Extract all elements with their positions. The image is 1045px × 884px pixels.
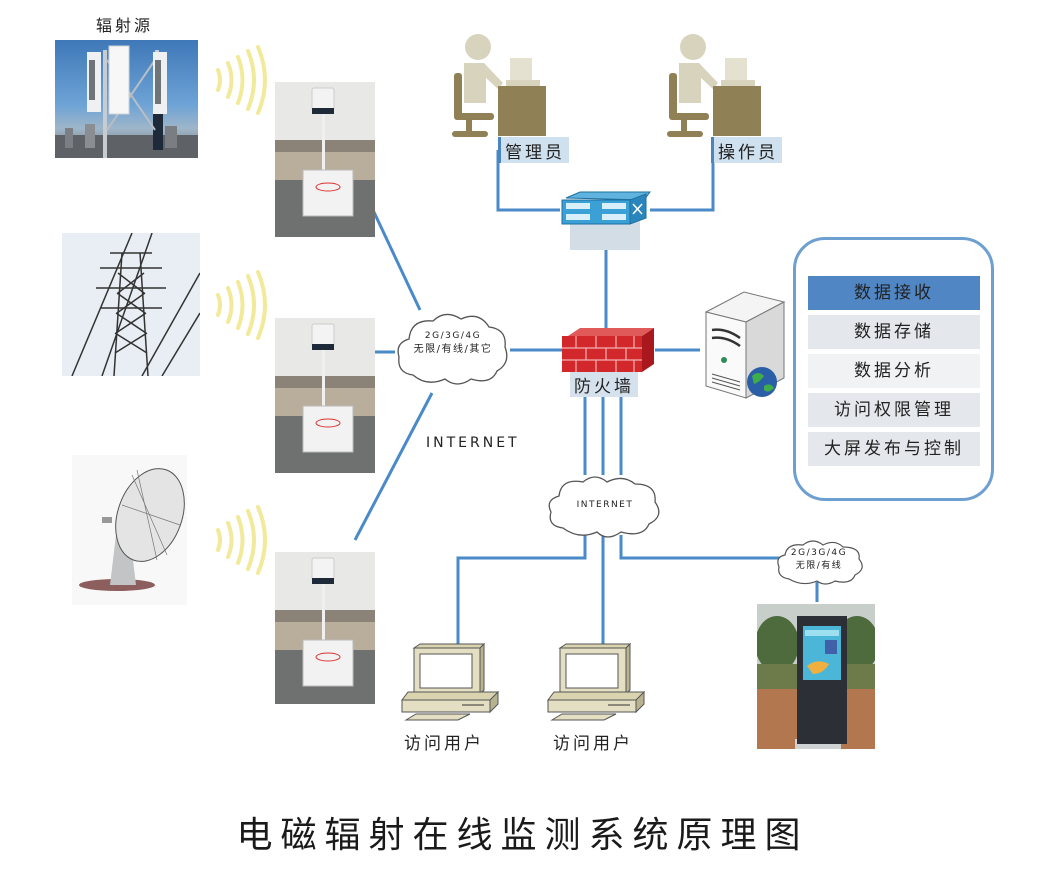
visitor-computer-1 [400,642,500,722]
link-switch-operator [650,150,715,212]
firewall-label: 防火墙 [570,372,638,397]
monitoring-station-1 [275,82,375,237]
internet-label: INTERNET [426,435,520,451]
desktop-computer-icon [547,642,645,721]
monitoring-station-3 [275,552,375,704]
outdoor-display-image [757,604,875,749]
firewall-icon [562,328,654,374]
network-cloud-right: 2G/3G/4G 无限/有线 [775,537,867,587]
signal-waves-icon [216,270,267,340]
power-tower-image [62,233,200,376]
signal-waves-icon [216,505,267,575]
person-at-desk-icon [667,34,761,137]
desktop-computer-icon [401,642,499,721]
function-data-storage[interactable]: 数据存储 [808,315,980,349]
internet-cloud: INTERNET [545,470,665,540]
function-data-analysis[interactable]: 数据分析 [808,354,980,388]
server-icon [698,290,793,400]
cloud-icon [777,540,863,585]
cloud-line-2: 无限/有线/其它 [413,344,493,355]
cloud-icon [548,476,660,538]
base-station-image [55,40,198,158]
function-display-control[interactable]: 大屏发布与控制 [808,432,980,466]
switch-icon [561,191,651,225]
visitor-computer-2 [546,642,646,722]
visitor-label-2: 访问用户 [553,734,633,754]
link-visitor-1 [456,535,587,645]
network-cloud-left: 2G/3G/4G 无限/有线/其它 [393,305,513,390]
signal-waves-icon [216,45,267,115]
link-switch-admin [496,150,560,212]
link-monitor-1 [371,209,422,311]
internet-cloud-text: INTERNET [576,500,634,510]
server-function-panel: 数据接收 数据存储 数据分析 访问权限管理 大屏发布与控制 [793,237,994,501]
function-access-control[interactable]: 访问权限管理 [808,393,980,427]
link-monitor-3 [353,392,434,541]
cloud-line-1: 2G/3G/4G [790,548,848,558]
admin-workstation [448,33,548,138]
person-at-desk-icon [452,34,546,137]
satellite-dish-image [72,455,187,605]
visitor-label-1: 访问用户 [404,734,484,754]
cloud-line-2: 无限/有线 [795,561,843,571]
diagram-title: 电磁辐射在线监测系统原理图 [236,815,809,856]
link-right-cloud [619,535,782,560]
operator-label: 操作员 [711,137,782,163]
source-label: 辐射源 [96,16,154,35]
network-switch [558,190,653,252]
cloud-icon [397,313,508,385]
cloud-line-1: 2G/3G/4G [424,331,482,341]
admin-label: 管理员 [498,137,569,163]
operator-workstation [663,33,763,138]
monitoring-station-2 [275,318,375,473]
function-data-receive[interactable]: 数据接收 [808,276,980,310]
